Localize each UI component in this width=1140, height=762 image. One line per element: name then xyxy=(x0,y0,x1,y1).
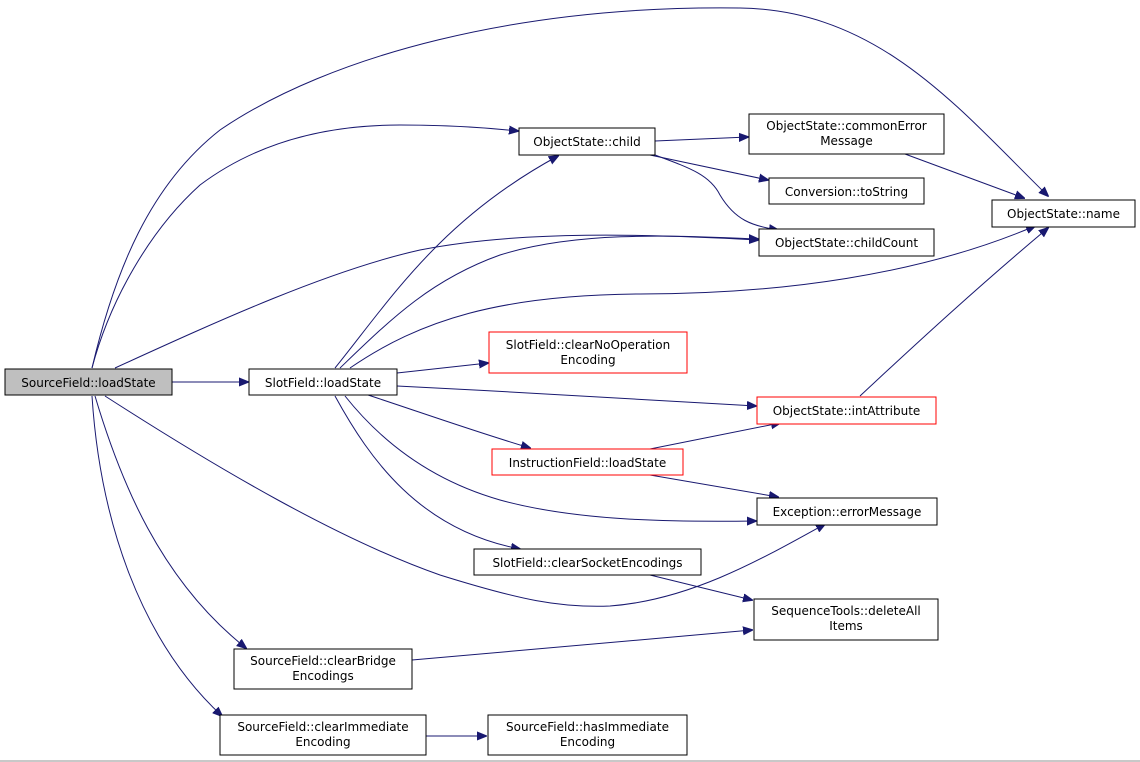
edge-slotfield-clearsocket-to-sequencetools-deleteall xyxy=(649,574,752,600)
node-label-line-1: SourceField::hasImmediate xyxy=(506,720,669,734)
node-label: SourceField::loadState xyxy=(21,376,155,390)
edge-slotfield-loadstate-to-objectstate-child xyxy=(334,156,558,369)
node-label: SlotField::loadState xyxy=(265,376,381,390)
edges xyxy=(91,7,1048,736)
node-exception-errormessage[interactable]: Exception::errorMessage xyxy=(756,497,938,526)
edge-objectstate-child-to-conversion-tostring xyxy=(649,154,768,180)
node-label: Exception::errorMessage xyxy=(773,505,922,519)
node-label-line-1: SourceField::clearImmediate xyxy=(237,720,408,734)
bottom-divider xyxy=(0,760,1140,762)
edge-sourcefield-loadstate-to-objectstate-name xyxy=(91,7,1048,369)
node-slotfield-loadstate[interactable]: SlotField::loadState xyxy=(248,368,398,396)
edge-sourcefield-clearbridge-to-sequencetools-deleteall xyxy=(411,630,752,661)
edge-objectstate-intattribute-to-objectstate-name xyxy=(859,228,1048,397)
node-sourcefield-loadstate[interactable]: SourceField::loadState xyxy=(4,368,173,396)
node-label: ObjectState::name xyxy=(1007,207,1120,221)
node-label-line-2: Encoding xyxy=(295,735,350,749)
node-label-line-1: SlotField::clearNoOperation xyxy=(506,338,670,352)
node-label: ObjectState::child xyxy=(533,135,640,149)
edge-objectstate-child-to-objectstate-childcount xyxy=(654,154,778,230)
edge-slotfield-loadstate-to-objectstate-intattribute xyxy=(396,385,756,406)
node-label-line-2: Message xyxy=(820,134,873,148)
node-slotfield-clearsocketencodings[interactable]: SlotField::clearSocketEncodings xyxy=(473,548,702,576)
node-sourcefield-clearbridgeencodings[interactable]: SourceField::clearBridge Encodings xyxy=(233,648,413,690)
edge-slotfield-loadstate-to-slotfield-clearsocket xyxy=(334,395,520,549)
node-objectstate-name[interactable]: ObjectState::name xyxy=(991,199,1136,228)
node-label-line-1: ObjectState::commonError xyxy=(766,119,927,133)
node-label: SlotField::clearSocketEncodings xyxy=(492,556,682,570)
edge-instructionfield-loadstate-to-objectstate-intattribute xyxy=(649,423,780,450)
edge-slotfield-loadstate-to-instructionfield-loadstate xyxy=(364,393,530,448)
edge-slotfield-loadstate-to-exception-errormessage xyxy=(344,395,756,521)
edge-sourcefield-loadstate-to-exception-errormessage xyxy=(104,395,825,607)
node-objectstate-commonerrormessage[interactable]: ObjectState::commonError Message xyxy=(748,113,945,155)
node-sourcefield-clearimmediateencoding[interactable]: SourceField::clearImmediate Encoding xyxy=(219,714,427,756)
node-label: InstructionField::loadState xyxy=(509,456,666,470)
node-sourcefield-hasimmediateencoding[interactable]: SourceField::hasImmediate Encoding xyxy=(487,714,688,756)
node-instructionfield-loadstate[interactable]: InstructionField::loadState xyxy=(491,448,684,476)
edge-sourcefield-loadstate-to-objectstate-child xyxy=(91,124,518,369)
node-label-line-2: Items xyxy=(829,619,863,633)
node-label: ObjectState::childCount xyxy=(775,236,918,250)
node-label: ObjectState::intAttribute xyxy=(773,404,921,418)
edge-sourcefield-loadstate-to-objectstate-childcount xyxy=(114,234,758,369)
node-label-line-1: SourceField::clearBridge xyxy=(250,654,396,668)
node-label-line-2: Encoding xyxy=(560,353,615,367)
edge-objectstate-child-to-objectstate-commonerror xyxy=(654,137,748,141)
node-label-line-2: Encodings xyxy=(292,669,354,683)
edge-sourcefield-loadstate-to-sourcefield-clearbridge xyxy=(94,395,246,648)
edge-sourcefield-loadstate-to-sourcefield-clearimmediate xyxy=(91,395,222,716)
edge-slotfield-loadstate-to-objectstate-name xyxy=(349,226,1035,369)
node-objectstate-childcount[interactable]: ObjectState::childCount xyxy=(758,228,935,257)
edge-slotfield-loadstate-to-objectstate-childcount xyxy=(339,236,758,369)
node-label: Conversion::toString xyxy=(785,185,908,199)
edge-slotfield-loadstate-to-slotfield-clearnooperation xyxy=(396,363,488,374)
node-sequencetools-deleteallitems[interactable]: SequenceTools::deleteAll Items xyxy=(753,598,939,641)
nodes: SourceField::loadState SlotField::loadSt… xyxy=(4,113,1136,756)
edge-instructionfield-loadstate-to-exception-errormessage xyxy=(649,474,778,497)
node-label-line-2: Encoding xyxy=(560,735,615,749)
node-slotfield-clearnooperationencoding[interactable]: SlotField::clearNoOperation Encoding xyxy=(488,331,688,374)
node-label-line-1: SequenceTools::deleteAll xyxy=(771,604,921,618)
node-conversion-tostring[interactable]: Conversion::toString xyxy=(768,177,925,205)
node-objectstate-intattribute[interactable]: ObjectState::intAttribute xyxy=(756,396,937,425)
node-objectstate-child[interactable]: ObjectState::child xyxy=(518,127,656,156)
edge-objectstate-commonerror-to-objectstate-name xyxy=(904,153,1024,198)
